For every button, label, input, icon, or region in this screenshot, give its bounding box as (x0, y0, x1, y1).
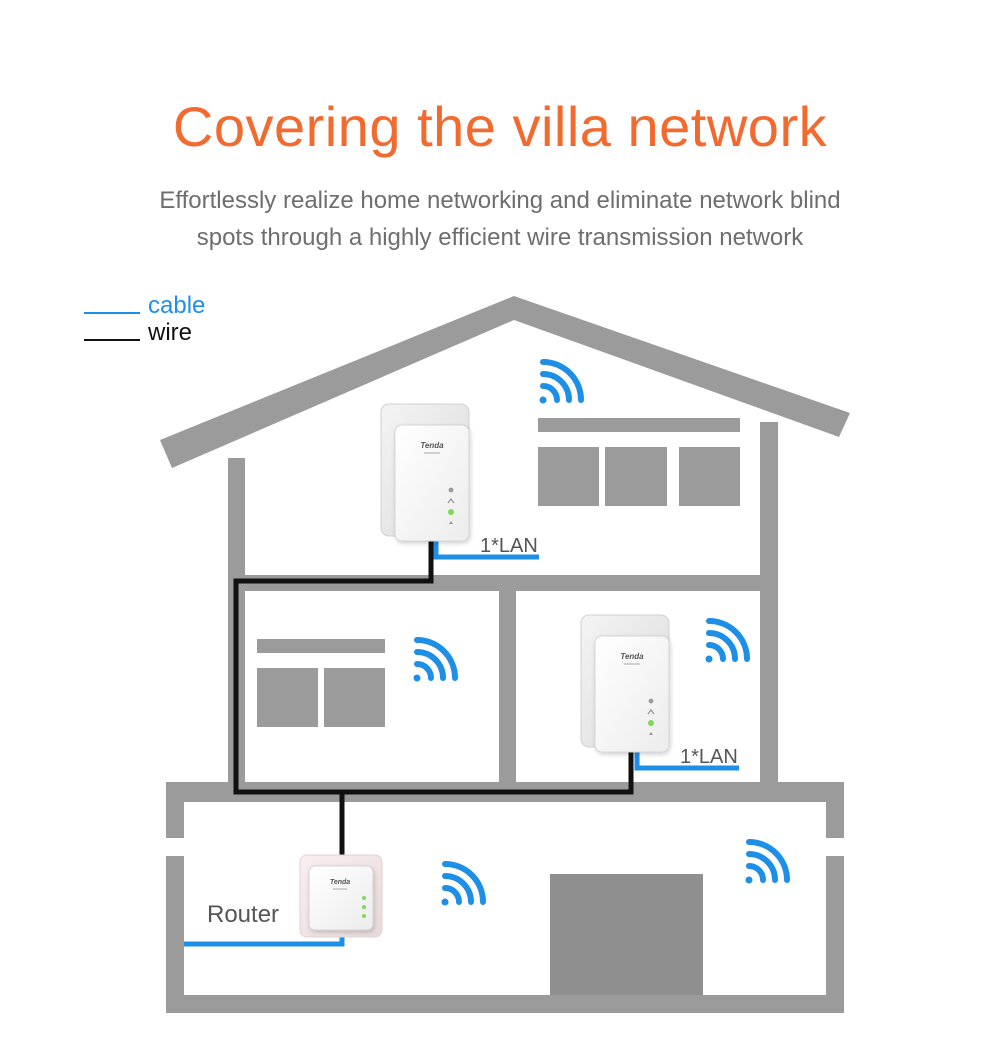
powerline-adapter-top: Tenda (380, 403, 470, 542)
subtitle-line-2: spots through a highly efficient wire tr… (196, 224, 804, 251)
powerline-adapter-router: Tenda (299, 854, 383, 938)
legend-wire-label: wire (148, 319, 193, 346)
legend: cable wire (84, 292, 284, 352)
subtitle-line-1: Effortlessly realize home networking and… (159, 187, 841, 214)
page-title: Covering the villa network (172, 95, 828, 158)
house-walls (166, 422, 844, 1013)
wifi-icon (413, 637, 458, 682)
lan-label-middle: 1*LAN (680, 746, 738, 768)
legend-wire: wire (84, 319, 284, 347)
lan-label-top: 1*LAN (480, 535, 538, 557)
wifi-icon (705, 618, 750, 663)
brand-logo: Tenda (330, 879, 350, 886)
roof (160, 296, 850, 468)
brand-logo: Tenda (420, 441, 444, 450)
wifi-icon (441, 861, 486, 906)
legend-wire-line (84, 339, 140, 341)
legend-cable-label: cable (148, 292, 206, 319)
legend-cable-line (84, 312, 140, 314)
wire-connection (233, 537, 634, 862)
window-top (538, 418, 740, 506)
router-label: Router (207, 901, 279, 928)
window-middle (257, 639, 385, 727)
powerline-adapter-middle: Tenda (580, 614, 670, 753)
brand-logo: Tenda (620, 652, 644, 661)
page-subtitle: Effortlessly realize home networking and… (0, 182, 1000, 256)
garage-door (550, 874, 703, 995)
wifi-icon (539, 359, 584, 404)
wifi-icon (745, 839, 790, 884)
legend-cable: cable (84, 292, 284, 320)
